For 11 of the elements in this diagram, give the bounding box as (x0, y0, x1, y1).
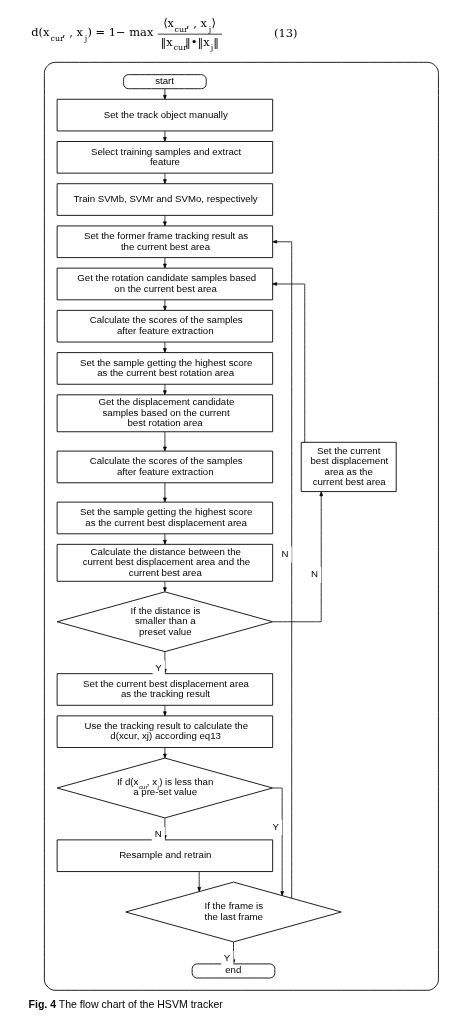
edge-label: Y (272, 820, 279, 832)
label: ‖x$_{cur}$‖•‖x$_{j}$‖ (160, 34, 219, 53)
edge-label: N (281, 547, 289, 559)
edge-label: Y (223, 952, 231, 964)
label: (13) (273, 26, 298, 41)
label: d(x$_{cur}$, , x$_{j}$) = 1− max (31, 25, 154, 43)
edge-label: Y (155, 662, 162, 674)
caption: Fig. 4 The flow chart of the HSVM tracker (28, 998, 223, 1011)
edge-label: N (154, 828, 162, 840)
label: ⟨x$_{cur}$, , x$_{j}$⟩ (163, 16, 216, 34)
edge-label: N (311, 568, 319, 580)
